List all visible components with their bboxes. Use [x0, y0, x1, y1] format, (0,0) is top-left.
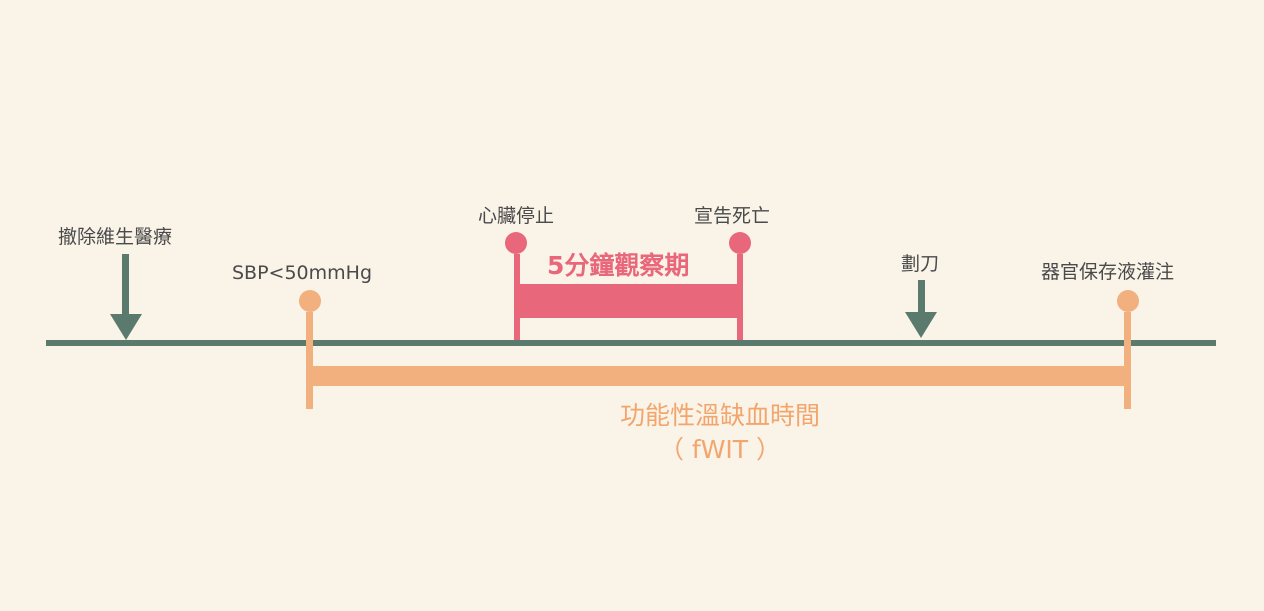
perfusion-label: 器官保存液灌注	[1041, 261, 1175, 283]
sbp-label: SBP<50mmHg	[232, 262, 373, 284]
declare-death-label: 宣告死亡	[694, 205, 771, 227]
observation-period-label: 5分鐘觀察期	[547, 251, 690, 280]
fwit-abbreviation: （ fWIT ）	[658, 435, 782, 464]
withdraw-life-support-label: 撤除維生醫療	[58, 226, 173, 248]
cardiac-arrest-label: 心臟停止	[478, 205, 555, 227]
withdraw-arrow-shaft	[122, 254, 129, 316]
timeline-axis	[46, 340, 1216, 346]
perfusion-marker-dot	[1117, 290, 1139, 312]
fwit-right-tick	[1124, 312, 1131, 409]
observation-bar	[514, 284, 743, 318]
incision-down-arrow-icon	[905, 312, 937, 338]
fwit-bar	[306, 366, 1131, 386]
withdraw-down-arrow-icon	[110, 314, 142, 340]
sbp-marker-dot	[299, 290, 321, 312]
fwit-left-tick	[306, 312, 313, 409]
declare-death-marker-dot	[729, 232, 751, 254]
cardiac-arrest-marker-dot	[505, 232, 527, 254]
incision-label: 劃刀	[901, 253, 940, 275]
fwit-title: 功能性溫缺血時間	[619, 401, 820, 430]
incision-arrow-shaft	[918, 280, 925, 314]
